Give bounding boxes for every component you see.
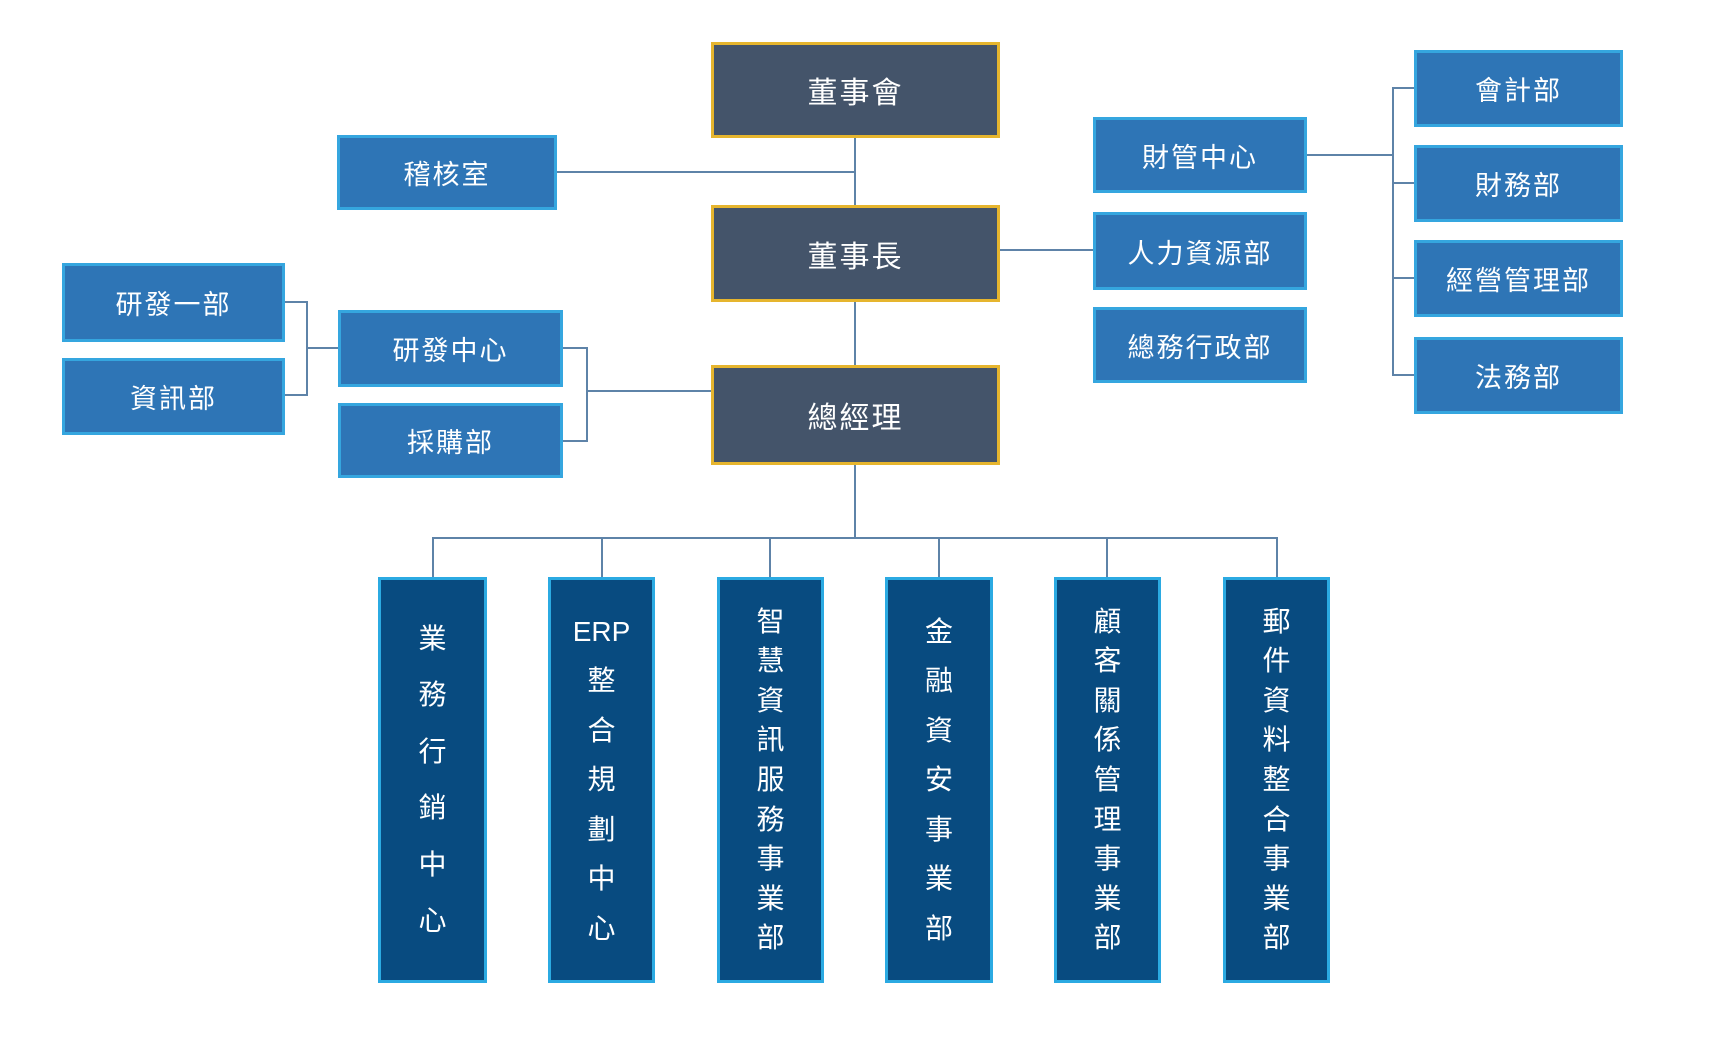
node-division-mail-data-integration-bu: 郵件資料整合事業部 — [1223, 577, 1330, 983]
node-division-customer-relationship-management-bu: 顧客關係管理事業部 — [1054, 577, 1161, 983]
connector-finmgmt-to-bus — [1307, 154, 1393, 156]
node-accounting-dept: 會計部 — [1414, 50, 1623, 127]
node-finance-dept: 財務部 — [1414, 145, 1623, 222]
connector-right-bus — [1392, 88, 1394, 376]
connector-stub-accounting — [1392, 87, 1414, 89]
connector-stub-purchasing-right — [563, 440, 588, 442]
node-business-management-dept: 經營管理部 — [1414, 240, 1623, 317]
connector-drop-division-2 — [601, 537, 603, 577]
connector-chairman-to-gm — [854, 302, 856, 365]
connector-mid-bracket — [586, 347, 588, 441]
connector-left-bracket — [306, 301, 308, 396]
connector-bottom-bus — [432, 537, 1278, 539]
node-audit-office: 稽核室 — [337, 135, 557, 210]
node-rd-center: 研發中心 — [338, 310, 563, 387]
connector-gm-to-bus — [854, 465, 856, 539]
node-board-of-directors: 董事會 — [711, 42, 1000, 138]
connector-stub-rdcenter-right — [563, 347, 588, 349]
connector-drop-division-3 — [769, 537, 771, 577]
connector-stub-rd1 — [285, 301, 308, 303]
connector-stub-finance — [1392, 182, 1414, 184]
node-legal-dept: 法務部 — [1414, 337, 1623, 414]
node-rd-dept-1: 研發一部 — [62, 263, 285, 342]
node-purchasing-dept: 採購部 — [338, 403, 563, 478]
node-general-affairs-admin-dept: 總務行政部 — [1093, 307, 1307, 383]
connector-stub-business-mgmt — [1392, 277, 1414, 279]
node-division-smart-information-services-bu: 智慧資訊服務事業部 — [717, 577, 824, 983]
connector-stub-infodept — [285, 394, 308, 396]
connector-drop-division-1 — [432, 537, 434, 577]
connector-stub-legal — [1392, 374, 1414, 376]
connector-drop-division-6 — [1276, 537, 1278, 577]
node-human-resources-dept: 人力資源部 — [1093, 212, 1307, 290]
node-financial-management-center: 財管中心 — [1093, 117, 1307, 193]
connector-drop-division-4 — [938, 537, 940, 577]
connector-bracket-to-rdcenter — [306, 347, 338, 349]
connector-bracket-to-gm — [586, 390, 712, 392]
connector-chairman-to-hr — [1000, 249, 1093, 251]
node-division-business-marketing-center: 業務行銷中心 — [378, 577, 487, 983]
connector-audit-stub — [557, 171, 855, 173]
node-general-manager: 總經理 — [711, 365, 1000, 465]
node-information-dept: 資訊部 — [62, 358, 285, 435]
node-division-financial-security-bu: 金融資安事業部 — [885, 577, 993, 983]
connector-drop-division-5 — [1106, 537, 1108, 577]
node-chairman: 董事長 — [711, 205, 1000, 302]
